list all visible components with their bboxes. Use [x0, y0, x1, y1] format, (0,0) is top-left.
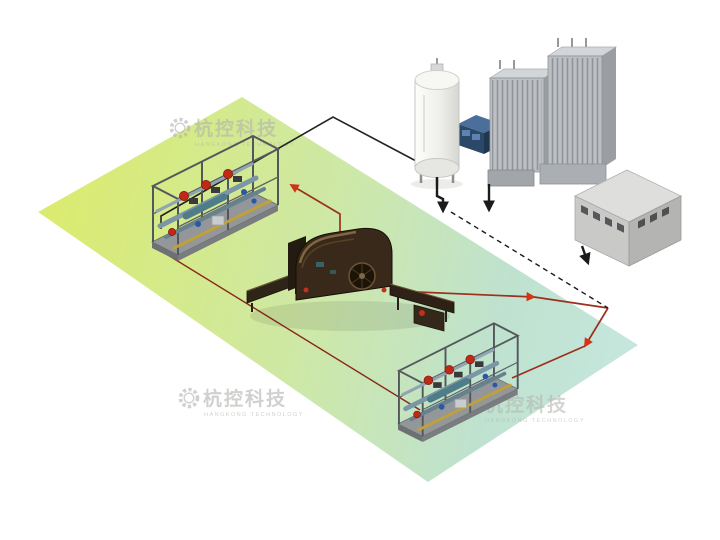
base-cabinets [487, 163, 607, 187]
gear-logo-icon [178, 387, 200, 409]
watermark-cn: 杭控科技 [194, 117, 278, 140]
watermark-bottom-left: 杭控科技 HANGKONG TECHNOLOGY [178, 387, 304, 418]
red-flow-branch-to-lower-skid [584, 307, 609, 348]
tank-outlet-arrow [435, 177, 449, 214]
red-flow-supply-line-2 [533, 296, 609, 309]
production-machine [246, 227, 455, 332]
watermark-en: HANGKONG TECHNOLOGY [204, 412, 304, 418]
watermark-en: HANGKONG TECHNOLOGY [485, 418, 585, 424]
cryogenic-storage-tank [411, 58, 463, 189]
control-building [574, 169, 682, 267]
watermark-cn: 杭控科技 [203, 387, 287, 410]
red-flow-branch-to-lower-skid-2 [511, 345, 586, 379]
vaporizer-bank-right [546, 38, 618, 169]
gear-logo-icon [169, 117, 191, 139]
building-outlet-arrow [579, 245, 591, 266]
watermark-top-left: 杭控科技 HANGKONG TECHNOLOGY [169, 117, 295, 148]
vaporizer-bank-left [488, 60, 560, 173]
dashed-supply-line [450, 211, 609, 309]
watermark-en: HANGKONG TECHNOLOGY [195, 142, 295, 148]
dark-red-return-line [162, 251, 421, 411]
